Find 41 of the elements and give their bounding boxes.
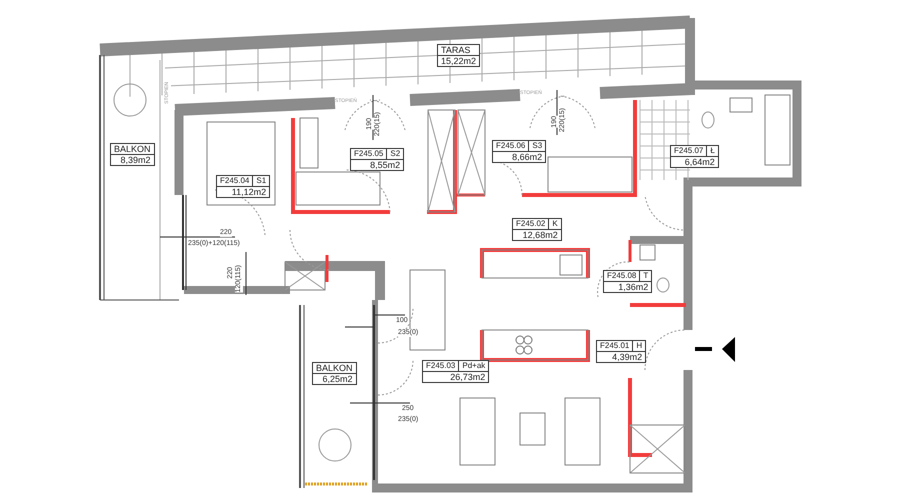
room-tag	[110, 143, 155, 166]
room-code: F245.03	[423, 361, 460, 372]
room-area: 6,25m2	[313, 374, 356, 384]
room-code: F245.01	[597, 341, 634, 352]
room-name: BALKON	[111, 144, 154, 155]
room-code: F245.05	[351, 149, 388, 160]
room-code: F245.02	[513, 219, 550, 230]
room-tag	[312, 362, 357, 385]
room-tag	[437, 44, 480, 67]
room-name: K	[549, 219, 561, 230]
room-name: Ł	[707, 146, 718, 157]
room-area: 8,66m2	[493, 152, 546, 162]
room-area: 26,73m2	[423, 372, 488, 382]
room-area: 15,22m2	[438, 56, 480, 66]
room-area: 8,39m2	[111, 155, 154, 165]
room-area: 8,55m2	[351, 160, 404, 170]
room-name: S2	[387, 149, 404, 160]
room-tag	[670, 145, 719, 168]
room-code: F245.06	[493, 141, 530, 152]
room-tag	[492, 140, 546, 163]
room-tag	[512, 218, 562, 241]
room-area: 4,39m2	[597, 352, 646, 362]
room-area: 12,68m2	[513, 230, 561, 240]
room-code: F245.04	[217, 176, 254, 187]
room-tag	[603, 270, 652, 293]
room-area: 1,36m2	[604, 282, 652, 292]
room-area: 11,12m2	[217, 187, 270, 197]
room-name: H	[633, 341, 646, 352]
room-name: S1	[253, 176, 270, 187]
room-name: S3	[529, 141, 546, 152]
room-tag	[596, 340, 646, 363]
room-name: TARAS	[438, 45, 480, 56]
room-tag	[422, 360, 490, 383]
room-code: F245.08	[604, 271, 640, 282]
room-name: BALKON	[313, 363, 356, 374]
room-code: F245.07	[671, 146, 708, 157]
room-name: T	[640, 271, 652, 282]
room-name: Pd+ak	[459, 361, 488, 372]
room-area: 6,64m2	[671, 157, 718, 167]
room-tag	[216, 175, 270, 198]
room-tag	[350, 148, 404, 171]
